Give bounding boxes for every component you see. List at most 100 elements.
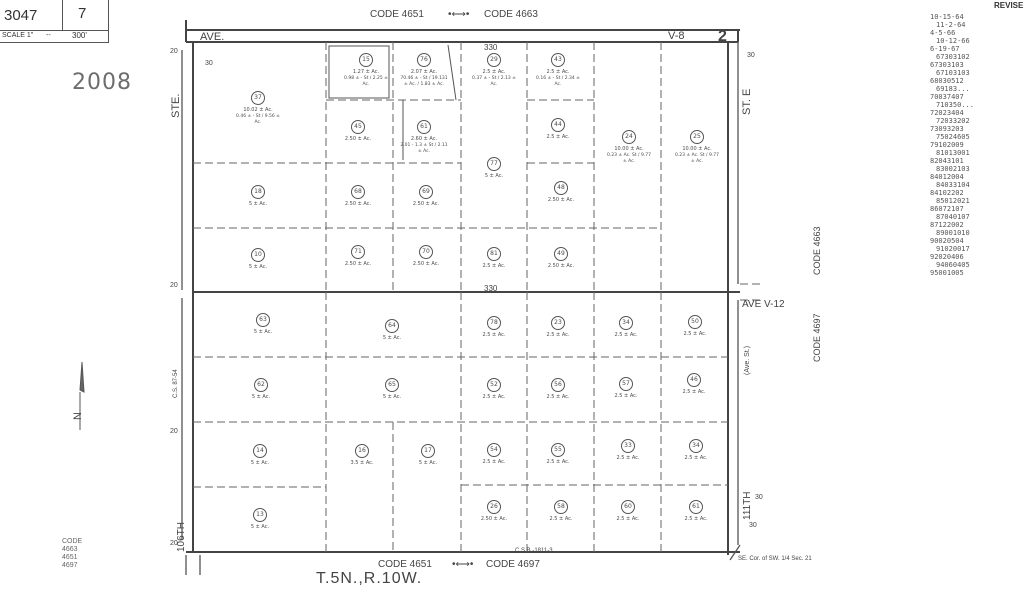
- parcel-area: 2.5 ± Ac.: [684, 516, 708, 522]
- parcel-sub-area: 0.98 ± - St / 2.25 ± Ac.: [344, 76, 388, 87]
- parcel-area: 2.50 ± Ac.: [547, 263, 575, 269]
- scale-value: 300': [72, 31, 87, 40]
- scale-dash: --: [46, 32, 51, 39]
- se-corner-note: SE. Cor. of SW. 1/4 Sec. 21: [738, 556, 812, 562]
- revise-entry: 94060405: [936, 261, 970, 269]
- page-number: 7: [78, 5, 87, 22]
- revise-entry: 11-2-64: [936, 21, 966, 29]
- revise-entry: 92020406: [930, 253, 964, 261]
- parcel-area: 5 ± Ac.: [248, 201, 268, 207]
- parcel-area: 5 ± Ac.: [251, 394, 271, 400]
- parcel-area: 2.5 ± Ac.: [546, 69, 570, 75]
- parcel: 50 2.5 ± Ac.: [671, 314, 719, 338]
- street-ave-top: AVE.: [200, 31, 225, 43]
- revise-entry: 10-12-66: [936, 37, 970, 45]
- revise-entry: 67303103: [930, 61, 964, 69]
- parcel: 34 2.5 ± Ac.: [602, 315, 650, 339]
- parcel-area: 2.5 ± Ac.: [482, 332, 506, 338]
- parcel-number: 52: [487, 378, 501, 392]
- code-legend-2: 4651: [62, 554, 78, 561]
- revise-entry: 710350...: [936, 101, 974, 109]
- revise-entry: 86072107: [930, 205, 964, 213]
- dim-20-b: 20: [170, 282, 178, 289]
- parcel-number: 60: [621, 500, 635, 514]
- parcel-area: 2.5 ± Ac.: [616, 516, 640, 522]
- parcel-area: 2.5 ± Ac.: [614, 332, 638, 338]
- parcel-area: 2.50 ± Ac.: [412, 201, 440, 207]
- revise-entry: 87040107: [936, 213, 970, 221]
- parcel-number: 26: [487, 500, 501, 514]
- parcel-number: 15: [359, 53, 373, 67]
- parcel-number: 61: [689, 500, 703, 514]
- parcel-number: 68: [351, 185, 365, 199]
- parcel-number: 16: [355, 444, 369, 458]
- revise-entry: 84012004: [930, 173, 964, 181]
- revise-entry: 79102009: [930, 141, 964, 149]
- revise-entry: 10-15-64: [930, 13, 964, 21]
- cs-bottom-note: C.S.B.-1811-3: [515, 548, 553, 554]
- parcel-area: 2.5 ± Ac.: [546, 394, 570, 400]
- parcel-area: 2.5 ± Ac.: [546, 459, 570, 465]
- book-number: 3047: [4, 7, 38, 24]
- revise-entry: 70037407: [930, 93, 964, 101]
- parcel: 61 2.5 ± Ac.: [672, 499, 720, 523]
- parcel: 58 2.5 ± Ac.: [537, 499, 585, 523]
- parcel-area: 2.5 ± Ac.: [684, 455, 708, 461]
- parcel-number: 13: [253, 508, 267, 522]
- code-legend-1: 4663: [62, 546, 78, 553]
- parcel-number: 61: [417, 120, 431, 134]
- parcel-number: 17: [421, 444, 435, 458]
- parcel-area: 2.07 ± Ac.: [410, 69, 438, 75]
- parcel-number: 77: [487, 157, 501, 171]
- revise-entry: 67103103: [936, 69, 970, 77]
- parcel-number: 81: [487, 247, 501, 261]
- street-ave-v8: V-8: [668, 30, 685, 42]
- parcel-number: 50: [688, 315, 702, 329]
- parcel-number: 29: [487, 53, 501, 67]
- parcel-area: 2.5 ± Ac.: [482, 394, 506, 400]
- code-bottom-right: CODE 4697: [486, 559, 540, 570]
- revise-entry: 6-19-67: [930, 45, 960, 53]
- parcel-area: 5 ± Ac.: [253, 329, 273, 335]
- parcel-area: 5 ± Ac.: [250, 460, 270, 466]
- parcel-area: 2.5 ± Ac.: [683, 331, 707, 337]
- parcel-number: 71: [351, 245, 365, 259]
- code-legend-3: 4697: [62, 562, 78, 569]
- code-arrow-top: •⟷•: [448, 9, 470, 20]
- parcel-number: 34: [619, 316, 633, 330]
- parcel-area: 2.5 ± Ac.: [546, 134, 570, 140]
- parcel-number: 43: [551, 53, 565, 67]
- parcel-number: 10: [251, 248, 265, 262]
- parcel-area: 2.5 ± Ac.: [549, 516, 573, 522]
- parcel-area: 5 ± Ac.: [484, 173, 504, 179]
- parcel: 77 5 ± Ac.: [470, 156, 518, 180]
- revise-entry: 69183...: [936, 85, 970, 93]
- parcel-number: 58: [554, 500, 568, 514]
- revise-entry: 81013001: [936, 149, 970, 157]
